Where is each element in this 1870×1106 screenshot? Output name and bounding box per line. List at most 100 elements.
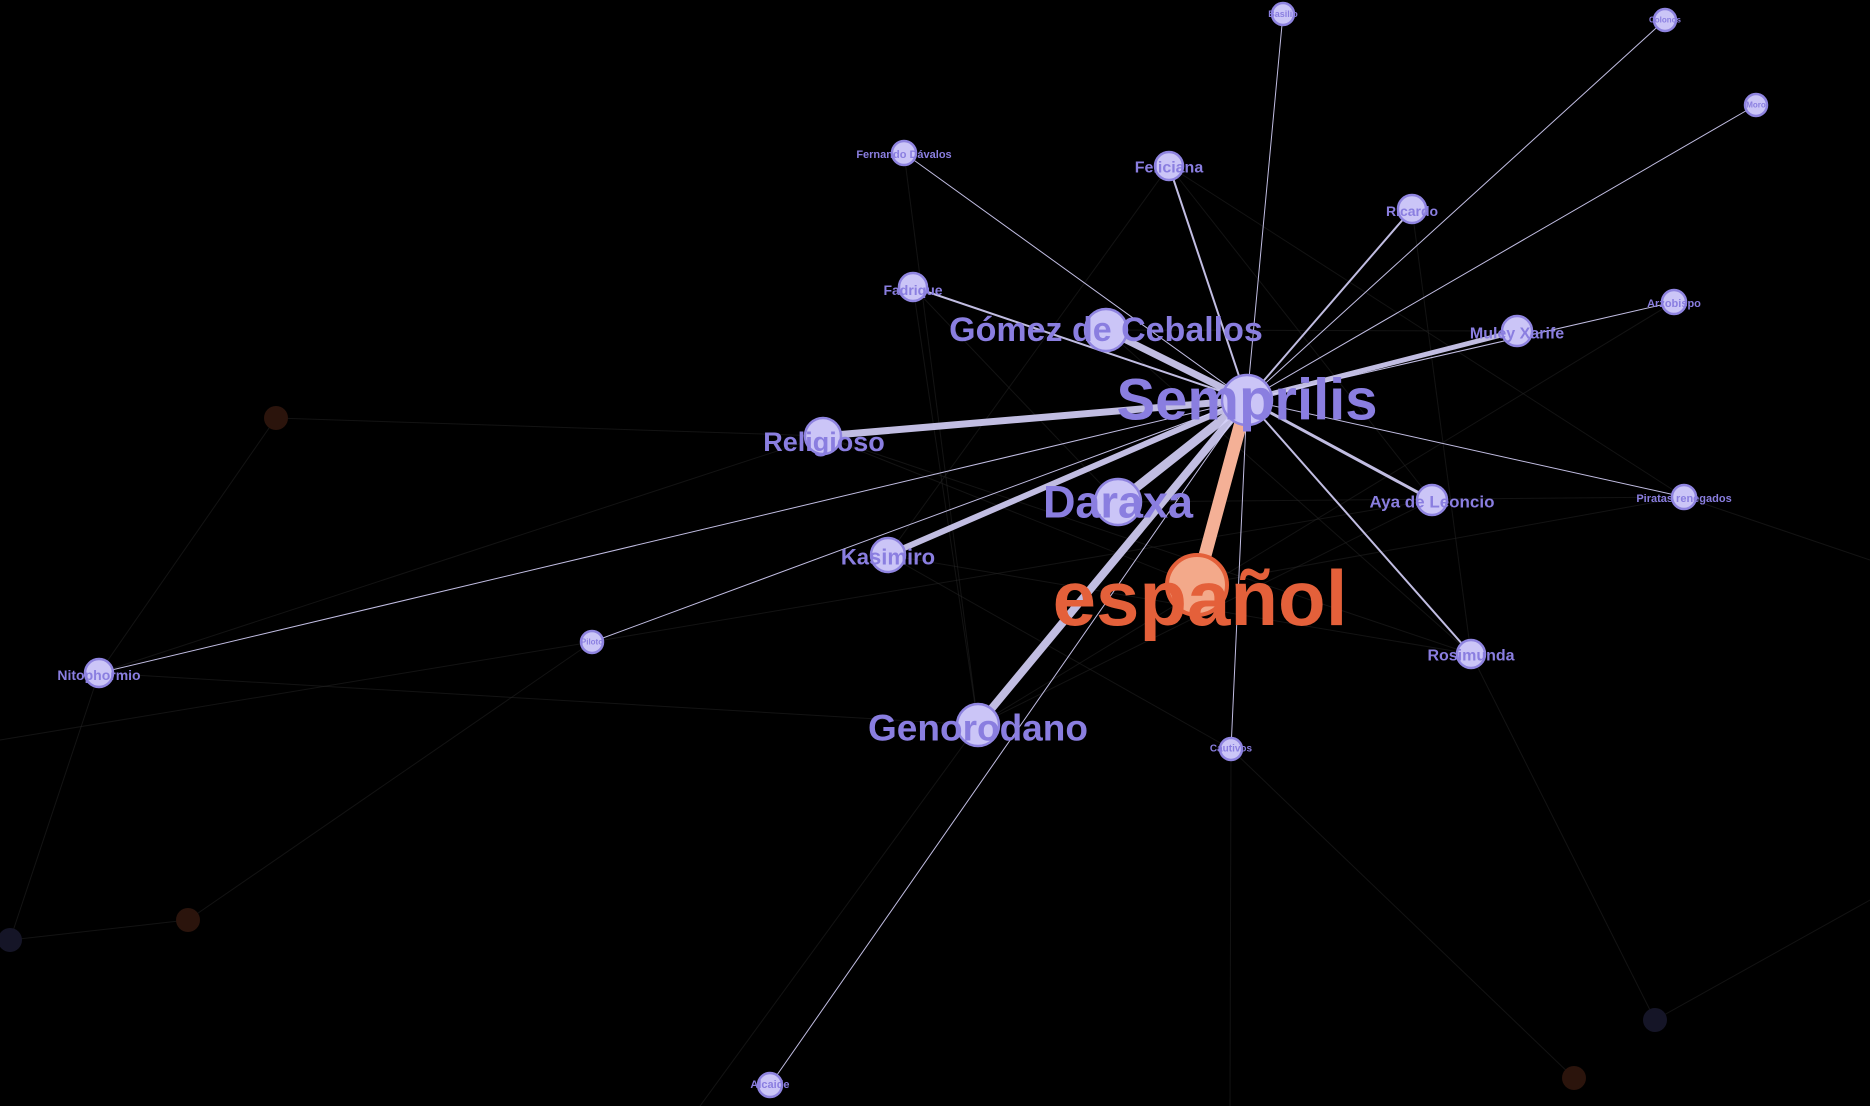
edge-semprilis-muley [1244, 328, 1520, 403]
node-semprilis[interactable] [1220, 373, 1274, 427]
background-edge [98, 417, 277, 674]
edge-semprilis-arzobispo [1246, 301, 1675, 401]
edge-semprilis-ricardo [1246, 208, 1413, 401]
background-node [176, 908, 200, 932]
node-feliciana[interactable] [1153, 150, 1185, 182]
node-fernando[interactable] [890, 139, 918, 167]
background-edge [977, 301, 1675, 726]
background-edge [0, 641, 593, 741]
background-edge [1411, 208, 1472, 655]
edge-semprilis-moro [1246, 104, 1757, 401]
background-edge [1230, 748, 1575, 1079]
node-label-ricardo: Ricardo [1386, 203, 1438, 219]
background-edge [1470, 653, 1656, 1021]
node-cautivos[interactable] [1218, 736, 1244, 762]
node-label-basilio: Basilio [1268, 9, 1298, 19]
node-religioso[interactable] [803, 416, 843, 456]
background-edge [903, 152, 979, 726]
node-label-nitophormio: Nitophormio [57, 667, 140, 683]
edge-semprilis-religioso [819, 396, 1251, 440]
node-alcaide[interactable] [756, 1071, 784, 1099]
node-muley[interactable] [1500, 314, 1534, 348]
background-edge [9, 672, 100, 941]
background-edge [275, 417, 824, 437]
node-genorodano[interactable] [955, 702, 1001, 748]
node-label-aya: Aya de Leoncio [1369, 493, 1494, 512]
node-ricardo[interactable] [1396, 193, 1428, 225]
node-label-fernando: Fernando Dávalos [856, 149, 951, 161]
edge-semprilis-alcaide [769, 399, 1248, 1086]
node-fadrique[interactable] [897, 271, 929, 303]
edge-semprilis-daraxa [1113, 395, 1252, 507]
node-label-colonos: Colonos [1649, 16, 1682, 25]
background-node [1643, 1008, 1667, 1032]
highlighted-edges [98, 13, 1757, 1086]
edge-semprilis-piloto [591, 399, 1248, 643]
node-piratas[interactable] [1670, 483, 1698, 511]
background-edge [1168, 165, 1433, 501]
background-edge [1654, 899, 1870, 1021]
node-label-piloto: Piloto [581, 638, 603, 647]
node-nitophormio[interactable] [83, 657, 115, 689]
background-edge [699, 724, 979, 1106]
node-arzobispo[interactable] [1660, 288, 1688, 316]
background-node [1562, 1066, 1586, 1090]
node-rosimunda[interactable] [1455, 638, 1487, 670]
background-edge [1117, 496, 1685, 503]
edge-semprilis-piratas [1246, 399, 1685, 498]
background-edge [887, 165, 1170, 556]
node-kasimiro[interactable] [869, 536, 907, 574]
background-edge [1196, 496, 1685, 586]
background-edge [187, 641, 593, 921]
node-label-semprilis: Semprilis [1116, 368, 1377, 433]
background-edge [1683, 496, 1870, 561]
node-piloto[interactable] [579, 629, 605, 655]
node-label-cautivos: Cautivos [1210, 744, 1253, 755]
edge-semprilis-genorodano [974, 396, 1251, 729]
background-edges [0, 152, 1870, 1106]
node-label-rosimunda: Rosimunda [1427, 648, 1514, 665]
node-label-espanol: español [1053, 554, 1348, 642]
background-nodes [0, 406, 1667, 1090]
node-label-muley: Muley Xarife [1470, 326, 1564, 343]
node-label-piratas: Piratas renegados [1636, 493, 1731, 505]
node-label-moro: Moro [1746, 101, 1766, 110]
node-moro[interactable] [1743, 92, 1769, 118]
edge-semprilis-rosimunda [1246, 399, 1472, 655]
node-espanol[interactable] [1165, 553, 1229, 617]
background-edge [591, 499, 1433, 643]
node-daraxa[interactable] [1093, 477, 1143, 527]
background-edge [1168, 165, 1685, 498]
node-gomez[interactable] [1083, 307, 1129, 353]
edge-semprilis-aya [1245, 398, 1434, 502]
node-label-kasimiro: Kasimiro [841, 545, 935, 570]
node-label-arzobispo: Arzobispo [1647, 298, 1701, 310]
node-basilio[interactable] [1270, 1, 1296, 27]
background-edge [98, 672, 979, 726]
background-edge [822, 435, 1472, 655]
node-label-gomez: Gómez de Ceballos [949, 311, 1263, 349]
edge-semprilis-fernando [903, 152, 1248, 401]
edge-semprilis-cautivos [1230, 399, 1248, 750]
edge-semprilis-colonos [1246, 19, 1666, 401]
node-label-feliciana: Feliciana [1135, 160, 1204, 177]
background-node [264, 406, 288, 430]
node-aya[interactable] [1415, 483, 1449, 517]
background-edge [822, 435, 1198, 586]
node-label-daraxa: Daraxa [1043, 477, 1194, 528]
node-label-fadrique: Fadrique [883, 282, 942, 298]
edge-semprilis-basilio [1246, 13, 1284, 401]
edge-semprilis-feliciana [1168, 165, 1248, 401]
background-edge [1105, 329, 1518, 332]
background-edge [9, 919, 189, 941]
edge-semprilis-nitophormio [98, 399, 1248, 674]
node-colonos[interactable] [1652, 7, 1678, 33]
edge-semprilis-kasimiro [885, 397, 1250, 558]
background-edge [1229, 748, 1232, 1106]
node-label-alcaide: Alcaide [750, 1079, 789, 1091]
edge-semprilis-fadrique [912, 286, 1248, 401]
graph-nodes[interactable] [83, 1, 1769, 1099]
